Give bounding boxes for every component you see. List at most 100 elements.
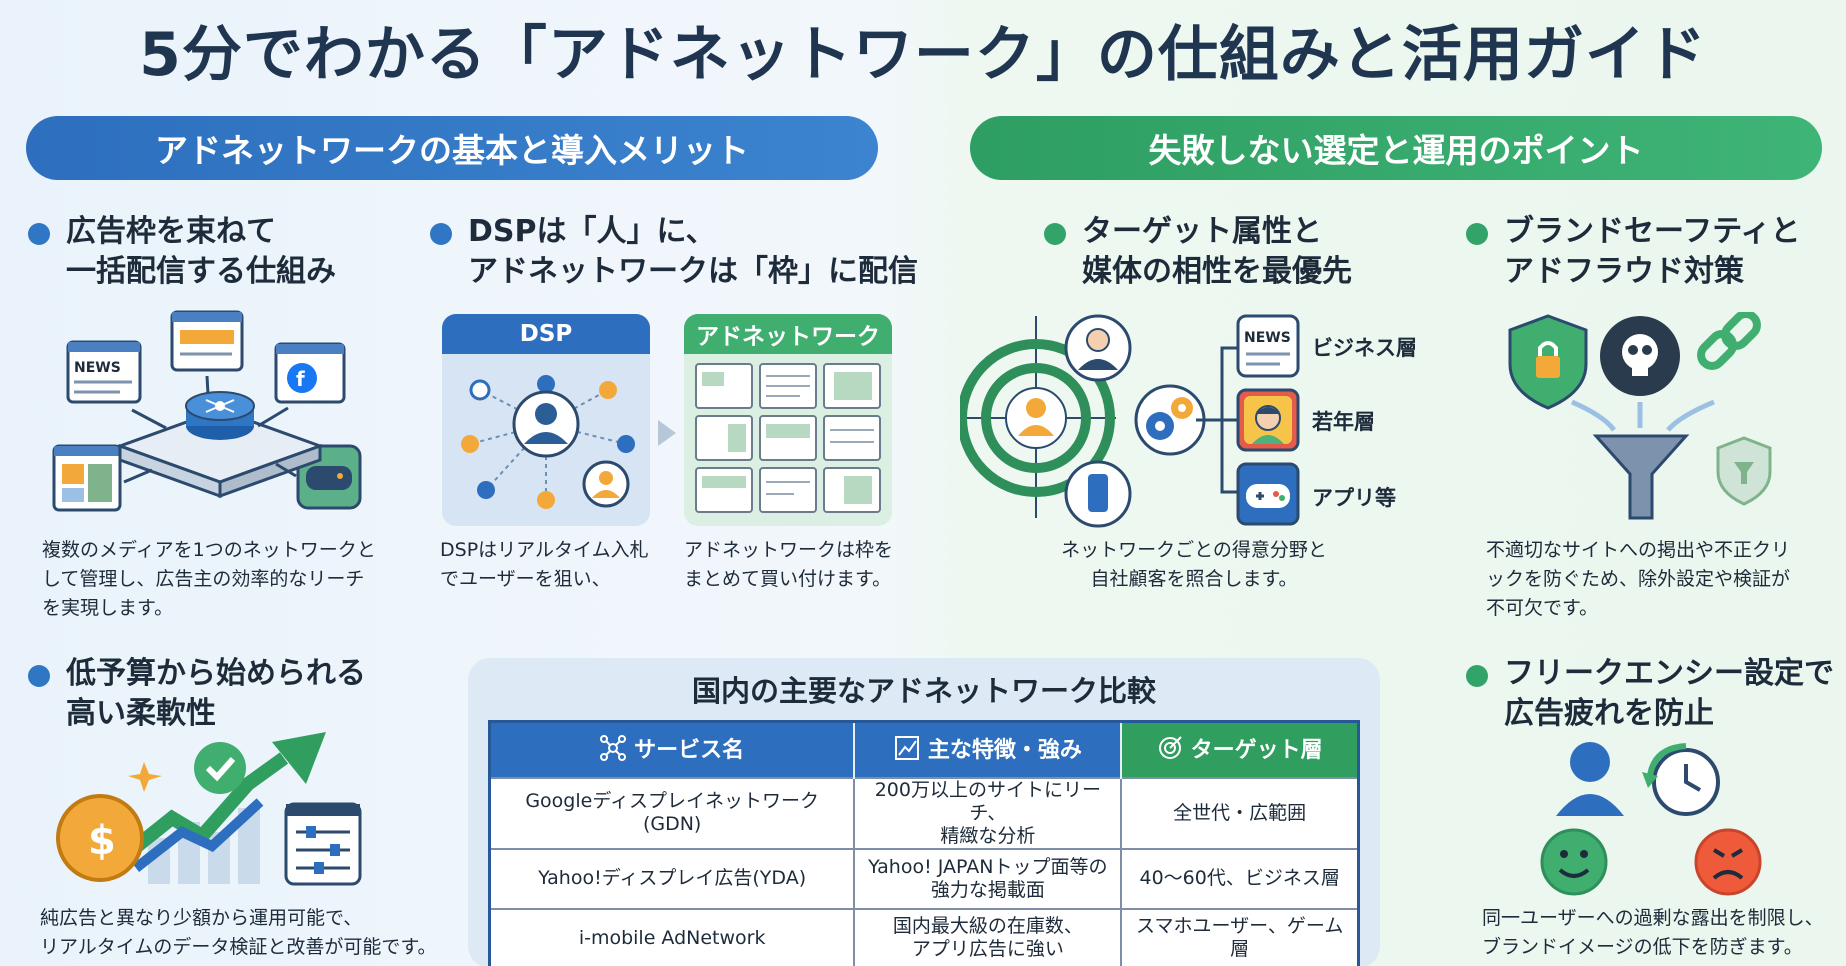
safety-heading-line-1: ブランドセーフティと <box>1504 214 1801 249</box>
young-person-icon <box>1236 388 1300 452</box>
safety-desc-line-2: ックを防ぐため、除外設定や検証が <box>1486 568 1791 590</box>
ad-bundle-illustration: NEWS f <box>52 310 362 512</box>
frequency-description: 同一ユーザーへの過剰な露出を制限し、 ブランドイメージの低下を防ぎます。 <box>1482 904 1824 962</box>
column-header-features: 主な特徴・強み <box>854 721 1123 778</box>
gamepad-app-icon <box>1236 462 1300 526</box>
adnetwork-description: アドネットワークは枠を まとめて買い付けます。 <box>684 536 893 594</box>
bundle-heading-line-1: 広告枠を束ねて <box>66 214 276 249</box>
frequency-illustration <box>1540 742 1762 896</box>
dsp-heading-line-2: アドネットワークは「枠」に配信 <box>468 254 918 289</box>
service-name-cell: Googleディスプレイネットワーク(GDN) <box>489 776 856 849</box>
adnetwork-panel: アドネットワーク <box>684 314 892 526</box>
feature-cell: 国内最大級の在庫数、アプリ広告に強い <box>854 907 1123 966</box>
dsp-desc-line-1: DSPはリアルタイム入札 <box>440 539 649 561</box>
dsp-description: DSPはリアルタイム入札 でユーザーを狙い、 <box>440 536 649 594</box>
bundle-desc-line-2: して管理し、広告主の効率的なリーチ <box>42 568 365 590</box>
target-heading-line-2: 媒体の相性を最優先 <box>1082 254 1352 289</box>
frequency-heading-line-2: 広告疲れを防止 <box>1504 696 1714 731</box>
comparison-table-title: 国内の主要なアドネットワーク比較 <box>691 674 1156 708</box>
bundle-heading: 広告枠を束ねて 一括配信する仕組み <box>28 212 336 292</box>
frequency-desc-line-2: ブランドイメージの低下を防ぎます。 <box>1482 936 1803 958</box>
young-segment-label: 若年層 <box>1312 410 1375 434</box>
bullet-dot <box>1466 223 1488 245</box>
facebook-window-icon: f <box>274 342 346 404</box>
target-cell: 全世代・広範囲 <box>1121 776 1359 849</box>
dsp-panel-label: DSP <box>442 314 650 354</box>
bullet-dot <box>430 223 452 245</box>
brand-safety-illustration <box>1508 312 1772 520</box>
app-segment-label: アプリ等 <box>1312 486 1396 510</box>
adnetwork-panel-label: アドネットワーク <box>684 314 892 354</box>
table-row: i-mobile AdNetwork 国内最大級の在庫数、アプリ広告に強い スマ… <box>489 907 1359 966</box>
banner-window-icon <box>170 310 244 372</box>
feature-line-2: 強力な掲載面 <box>930 878 1045 901</box>
feature-line-2: 精緻な分析 <box>940 824 1036 847</box>
frequency-heading: フリークエンシー設定で 広告疲れを防止 <box>1466 654 1834 734</box>
bullet-dot <box>28 223 50 245</box>
svg-text:f: f <box>296 367 305 391</box>
bullet-dot <box>28 665 50 687</box>
service-name-cell: Yahoo!ディスプレイ広告(YDA) <box>489 847 856 909</box>
budget-desc-line-1: 純広告と異なり少額から運用可能で、 <box>40 907 363 929</box>
target-news-label: NEWS <box>1244 330 1291 346</box>
feature-line-1: 200万以上のサイトにリーチ、 <box>874 778 1101 824</box>
svg-text:$: $ <box>88 818 116 864</box>
comparison-table-card: 国内の主要なアドネットワーク比較 サービス名 主な特徴・強み ターゲット層 Go… <box>468 658 1380 966</box>
frequency-desc-line-1: 同一ユーザーへの過剰な露出を制限し、 <box>1482 907 1824 929</box>
target-heading-line-1: ターゲット属性と <box>1082 214 1322 249</box>
feature-line-2: アプリ広告に強い <box>911 938 1064 961</box>
column-header-features-label: 主な特徴・強み <box>927 738 1082 764</box>
arrow-right-icon <box>658 420 676 446</box>
column-header-target: ターゲット層 <box>1121 721 1359 778</box>
bundle-description: 複数のメディアを1つのネットワークと して管理し、広告主の効率的なリーチ を実現… <box>42 536 376 623</box>
bundle-desc-line-3: を実現します。 <box>42 597 174 619</box>
safety-desc-line-1: 不適切なサイトへの掲出や不正クリ <box>1486 539 1791 561</box>
bullet-dot <box>1044 223 1066 245</box>
safety-description: 不適切なサイトへの掲出や不正クリ ックを防ぐため、除外設定や検証が 不可欠です。 <box>1486 536 1790 623</box>
page-title: 5分でわかる「アドネットワーク」の仕組みと活用ガイド <box>139 20 1707 90</box>
table-row: Yahoo!ディスプレイ広告(YDA) Yahoo! JAPANトップ面等の強力… <box>489 847 1359 909</box>
dsp-panel: DSP <box>442 314 650 526</box>
ad-slots-icon <box>695 363 881 513</box>
network-hub-icon <box>115 391 325 499</box>
target-desc-line-2: 自社顧客を照合します。 <box>1090 568 1298 590</box>
target-desc-line-1: ネットワークごとの得意分野と <box>1061 539 1327 561</box>
target-description: ネットワークごとの得意分野と 自社顧客を照合します。 <box>1054 536 1334 594</box>
target-cell: スマホユーザー、ゲーム層 <box>1121 907 1359 966</box>
budget-heading: 低予算から始められる 高い柔軟性 <box>28 654 366 734</box>
news-label: NEWS <box>74 360 121 376</box>
feature-line-1: Yahoo! JAPANトップ面等の <box>868 855 1108 878</box>
target-matching-illustration <box>960 314 1206 528</box>
table-row: Googleディスプレイネットワーク(GDN) 200万以上のサイトにリーチ、精… <box>489 776 1359 849</box>
target-cell: 40〜60代、ビジネス層 <box>1121 847 1359 909</box>
frequency-heading-line-1: フリークエンシー設定で <box>1504 656 1834 691</box>
safety-heading-line-2: アドフラウド対策 <box>1504 254 1744 289</box>
news-media-icon: NEWS <box>1236 314 1300 378</box>
budget-heading-line-2: 高い柔軟性 <box>66 696 216 731</box>
target-icon <box>1157 735 1183 767</box>
trend-chart-icon <box>894 735 920 767</box>
adnet-desc-line-1: アドネットワークは枠を <box>684 539 894 561</box>
column-header-service-label: サービス名 <box>634 738 745 764</box>
service-name-cell: i-mobile AdNetwork <box>489 907 856 966</box>
bundle-desc-line-1: 複数のメディアを1つのネットワークと <box>42 539 376 561</box>
budget-heading-line-1: 低予算から始められる <box>66 656 366 691</box>
feature-cell: 200万以上のサイトにリーチ、精緻な分析 <box>854 776 1123 849</box>
target-heading: ターゲット属性と 媒体の相性を最優先 <box>1044 212 1352 292</box>
user-network-icon <box>461 375 635 509</box>
safety-desc-line-3: 不可欠です。 <box>1486 597 1599 619</box>
bundle-heading-line-2: 一括配信する仕組み <box>66 254 336 289</box>
network-icon <box>600 735 627 767</box>
safety-heading: ブランドセーフティと アドフラウド対策 <box>1466 212 1801 292</box>
business-segment-label: ビジネス層 <box>1312 336 1417 360</box>
feature-line-1: 国内最大級の在庫数、 <box>892 915 1083 938</box>
adnet-desc-line-2: まとめて買い付けます。 <box>684 568 892 590</box>
bullet-dot <box>1466 665 1488 687</box>
column-header-service: サービス名 <box>489 721 856 778</box>
feature-cell: Yahoo! JAPANトップ面等の強力な掲載面 <box>854 847 1123 909</box>
dsp-heading-line-1: DSPは「人」に、 <box>468 214 716 249</box>
dsp-heading: DSPは「人」に、 アドネットワークは「枠」に配信 <box>430 212 918 292</box>
right-section-banner: 失敗しない選定と運用のポイント <box>970 116 1822 180</box>
budget-desc-line-2: リアルタイムのデータ検証と改善が可能です。 <box>40 936 437 958</box>
news-window-icon: NEWS <box>66 340 142 404</box>
